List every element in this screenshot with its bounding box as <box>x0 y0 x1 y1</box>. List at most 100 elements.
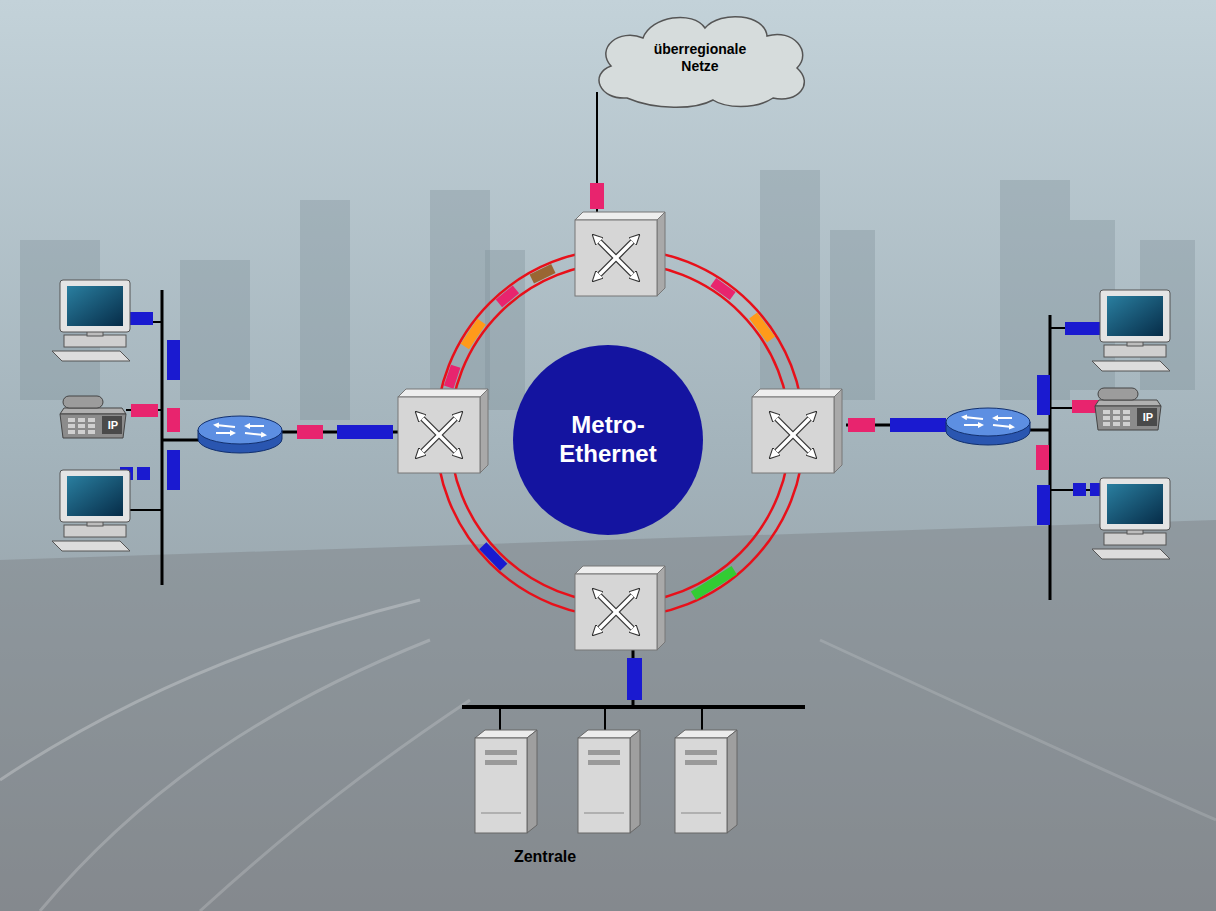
data-packet <box>1037 375 1050 415</box>
switch-arrow-outline <box>773 415 813 455</box>
computer-base <box>1104 345 1166 357</box>
switch-front <box>575 220 657 296</box>
server-side <box>630 730 640 833</box>
switch-front <box>398 397 480 473</box>
server-front <box>578 738 630 833</box>
road-light <box>0 600 420 780</box>
phone-handset <box>63 396 103 408</box>
switch-side <box>657 212 665 296</box>
switch-icon <box>398 389 488 473</box>
phone-key <box>1113 422 1120 426</box>
data-packet <box>297 425 323 439</box>
keyboard <box>1092 549 1170 559</box>
cable <box>161 290 164 585</box>
phone-handset <box>1098 388 1138 400</box>
ring-packet <box>461 319 486 349</box>
ground <box>0 520 1216 911</box>
metro-circle: Metro- Ethernet <box>513 345 703 535</box>
data-packet <box>1037 485 1050 525</box>
phone-key <box>1113 410 1120 414</box>
computer-base <box>64 525 126 537</box>
switch-icon <box>752 389 842 473</box>
cloud-node: überregionale Netze <box>585 8 815 108</box>
phone-key <box>68 418 75 422</box>
phone-key <box>88 430 95 434</box>
phone-body <box>60 414 126 438</box>
switch-arrow-outline <box>419 415 459 455</box>
keyboard <box>52 351 130 361</box>
computer-icon <box>1092 290 1170 371</box>
phone-key <box>1113 416 1120 420</box>
server-side <box>727 730 737 833</box>
road-light <box>40 640 430 911</box>
phone-label-plate <box>1137 408 1157 426</box>
server-drive <box>685 750 717 755</box>
road-light <box>820 640 1216 820</box>
switch-side <box>480 389 488 473</box>
server-line <box>481 813 521 814</box>
switch-arrow <box>419 415 459 455</box>
monitor-screen <box>1107 296 1163 336</box>
router-top <box>946 408 1030 436</box>
monitor <box>60 280 130 332</box>
switch-front <box>575 574 657 650</box>
switch-top <box>575 566 665 574</box>
switch-arrow <box>596 592 636 632</box>
ring-packet <box>691 566 737 600</box>
data-packet <box>627 658 642 700</box>
cable <box>1028 429 1050 432</box>
switch-top <box>398 389 488 397</box>
switch-arrow-outline <box>773 415 813 455</box>
switch-front <box>752 397 834 473</box>
switch-arrow <box>596 592 636 632</box>
switch-arrow-outline <box>596 238 636 278</box>
phone-label: IP <box>1143 411 1153 423</box>
phone-label-plate <box>102 416 122 434</box>
building <box>830 230 875 400</box>
server-front <box>475 738 527 833</box>
phone-key <box>1123 410 1130 414</box>
phone-key <box>1103 416 1110 420</box>
circle-shape <box>513 345 703 535</box>
ip-phone-icon <box>60 396 126 438</box>
building <box>180 260 250 400</box>
cloud-shape <box>599 17 804 108</box>
switch-arrow-outline <box>596 592 636 632</box>
computer-base <box>1104 533 1166 545</box>
building <box>430 190 490 400</box>
data-packet <box>167 408 180 432</box>
router-arrow <box>216 425 235 427</box>
phone-key <box>88 424 95 428</box>
server-drive <box>588 760 620 765</box>
phone-key <box>1103 422 1110 426</box>
road-light <box>200 700 470 911</box>
phone-top <box>1095 400 1161 406</box>
switch-icon <box>575 212 665 296</box>
switch-top <box>752 389 842 397</box>
router-arrow <box>964 417 983 419</box>
computer-base <box>64 335 126 347</box>
router-top <box>198 416 282 444</box>
switch-arrow <box>419 415 459 455</box>
data-packet <box>848 418 875 432</box>
ring-packet <box>710 278 735 300</box>
cable <box>130 509 162 511</box>
keyboard <box>52 541 130 551</box>
router-arrow <box>216 432 233 434</box>
phone-top <box>60 408 126 414</box>
server-side <box>527 730 537 833</box>
ring-packet <box>530 264 556 283</box>
server-drive <box>485 760 517 765</box>
ring-inner <box>450 263 790 603</box>
switch-arrow-outline <box>596 238 636 278</box>
data-packet <box>137 467 150 480</box>
server-icon <box>475 730 537 833</box>
phone-key <box>68 424 75 428</box>
data-packet <box>890 418 946 432</box>
switch-arrow-outline <box>596 592 636 632</box>
monitor <box>1100 290 1170 342</box>
phone-key <box>1123 416 1130 420</box>
